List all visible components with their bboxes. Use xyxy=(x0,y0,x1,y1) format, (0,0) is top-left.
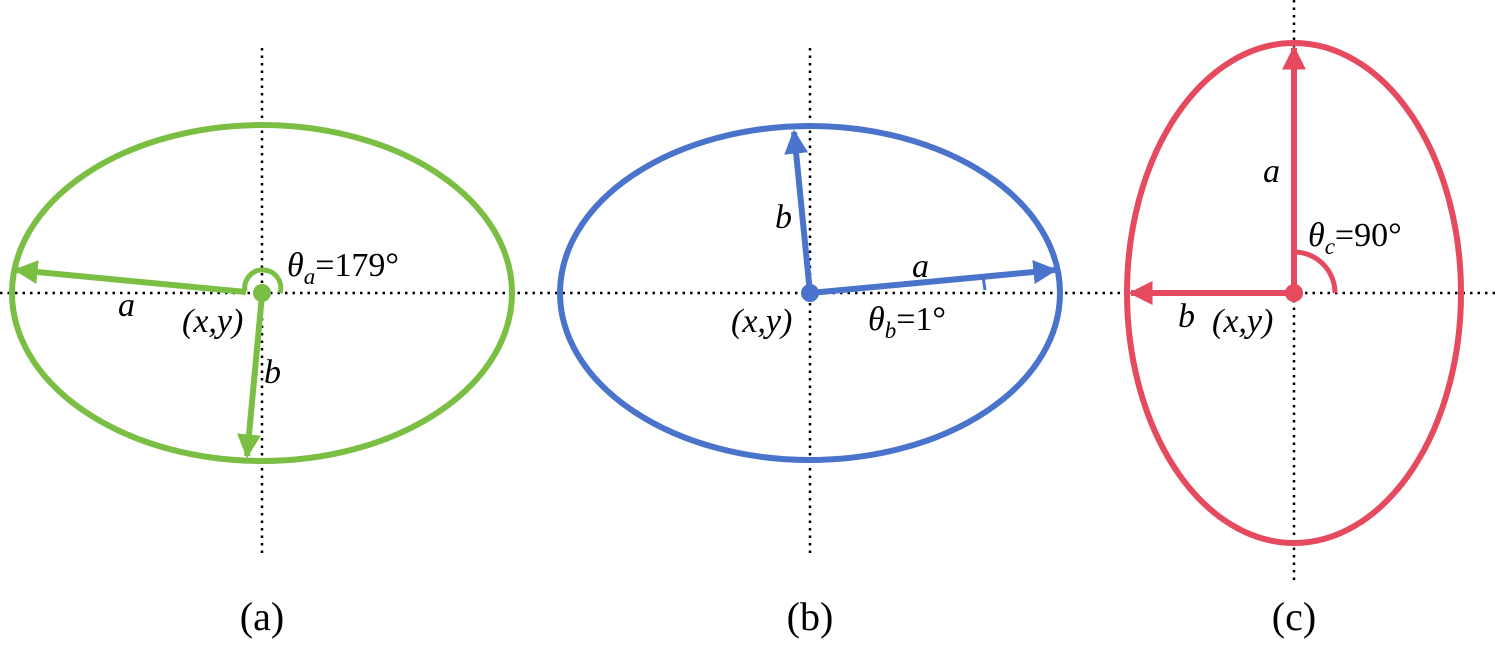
panel-b-theta-label: θb=1° xyxy=(868,301,946,343)
panel-c: a b (x,y) θc=90° (c) xyxy=(1124,0,1464,639)
panel-a: θa=179° a b (x,y) (a) xyxy=(9,48,515,639)
panel-b-theta-symbol: θ xyxy=(868,301,885,338)
panel-b-axis-a-arrow xyxy=(809,260,1058,296)
panel-a-theta-label: θa=179° xyxy=(287,247,399,289)
panel-a-label-b: b xyxy=(264,354,281,391)
panel-c-theta-subscript: c xyxy=(1325,234,1335,259)
panel-a-caption: (a) xyxy=(240,594,284,639)
panel-c-label-a: a xyxy=(1263,153,1280,190)
panel-c-theta-value: =90° xyxy=(1335,217,1402,254)
panel-a-ellipse xyxy=(9,122,515,464)
panel-a-center-label: (x,y) xyxy=(182,303,243,340)
panel-a-theta-value: =179° xyxy=(315,247,399,284)
panel-c-theta-symbol: θ xyxy=(1308,217,1325,254)
panel-b-ellipse xyxy=(557,123,1063,463)
panel-c-caption: (c) xyxy=(1272,594,1316,639)
panel-b-theta-subscript: b xyxy=(885,318,897,343)
panel-b-center-dot xyxy=(801,284,819,302)
panel-a-center-dot xyxy=(253,284,271,302)
panel-a-theta-symbol: θ xyxy=(287,247,304,284)
panel-c-label-b: b xyxy=(1178,298,1195,335)
panel-c-ellipse xyxy=(1124,40,1464,546)
panel-a-axis-a-arrow xyxy=(13,260,247,295)
panel-b-angle-arc xyxy=(981,275,987,291)
panel-a-angle-arc xyxy=(242,267,284,294)
panel-a-label-a: a xyxy=(118,287,135,324)
panel-a-axis-b-arrow xyxy=(237,294,265,459)
panel-b-label-a: a xyxy=(912,248,929,285)
panel-b-caption: (b) xyxy=(787,594,834,639)
panel-b-center-label: (x,y) xyxy=(731,303,792,340)
panel-b-theta-value: =1° xyxy=(896,301,946,338)
panel-c-center-dot xyxy=(1285,284,1303,302)
panel-b-axis-b-arrow xyxy=(784,129,813,294)
panel-b: a b (x,y) θb=1° (b) xyxy=(557,48,1063,639)
panel-a-theta-subscript: a xyxy=(304,264,316,289)
panel-c-theta-label: θc=90° xyxy=(1308,217,1402,259)
panel-c-center-label: (x,y) xyxy=(1212,303,1273,340)
panel-b-label-b: b xyxy=(775,199,792,236)
panel-c-angle-arc xyxy=(1293,249,1338,294)
